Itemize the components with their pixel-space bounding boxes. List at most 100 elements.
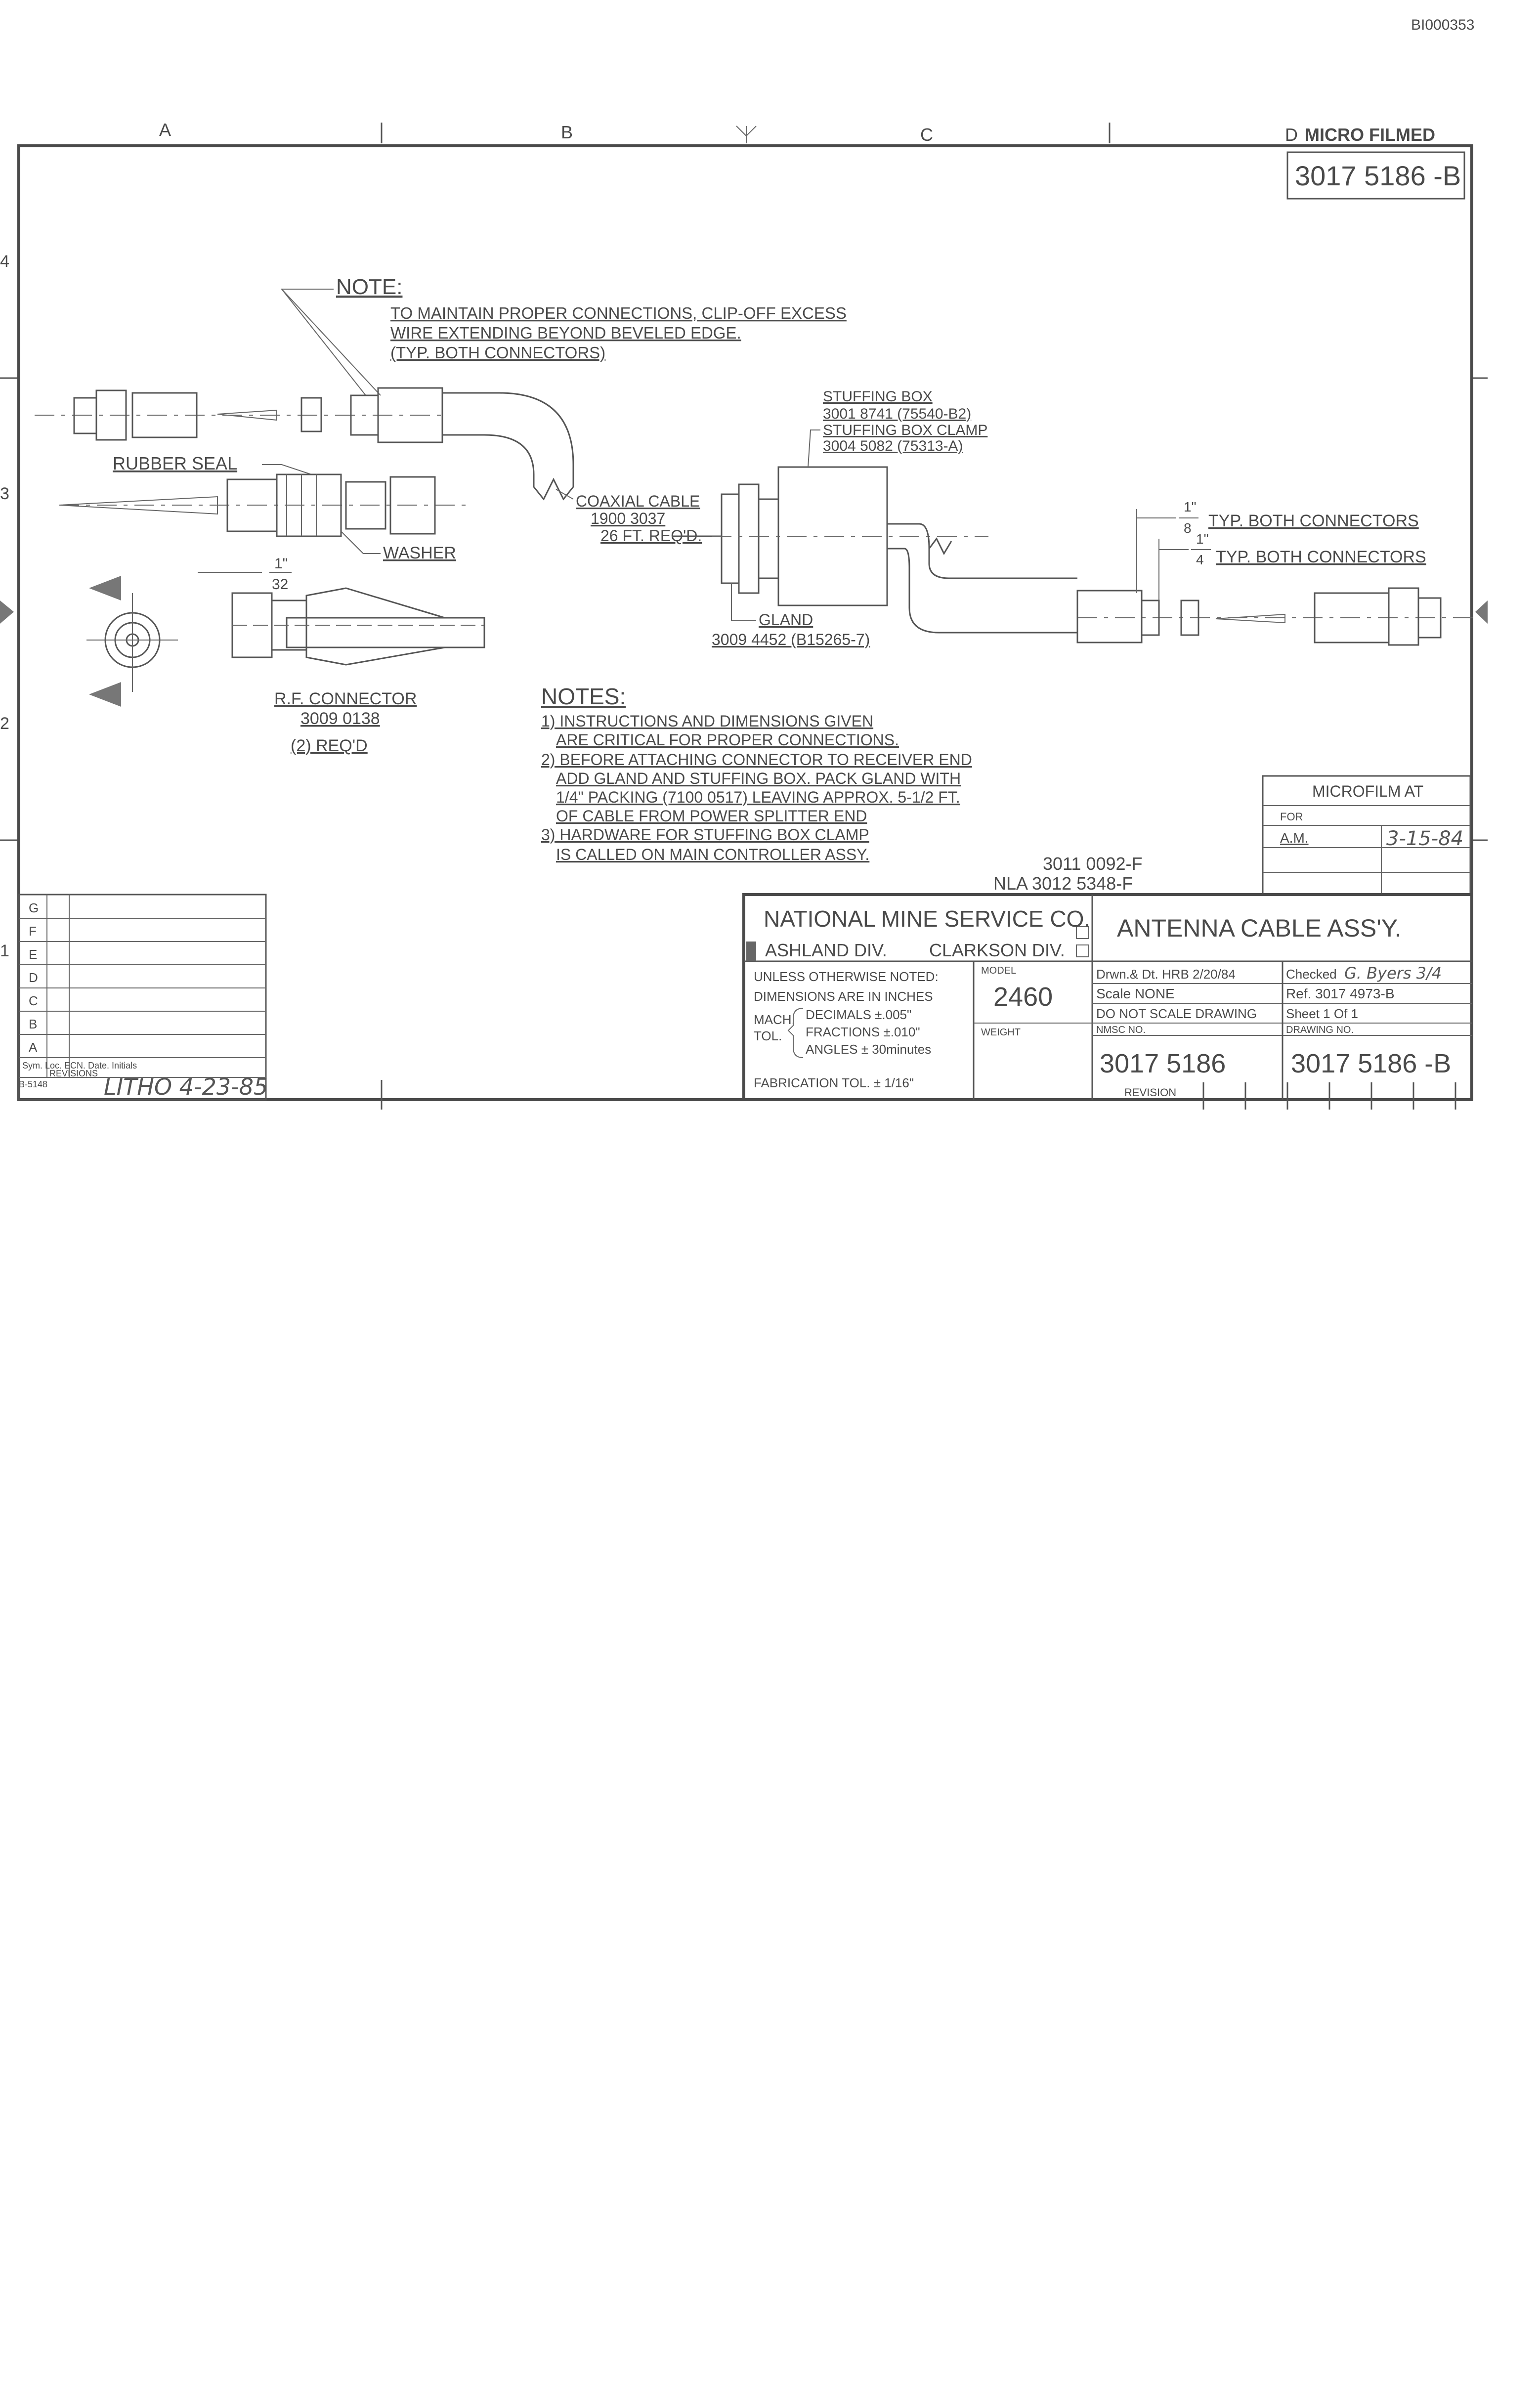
tolerance-mach: MACH.	[754, 1012, 795, 1027]
coaxial-cable-part: 1900 3037	[591, 510, 665, 527]
revision-label: REVISION	[1124, 1086, 1176, 1099]
division-clarkson: CLARKSON DIV.	[929, 940, 1065, 960]
rubber-seal-label: RUBBER SEAL	[113, 453, 237, 473]
right-connector-exploded	[1076, 587, 1478, 646]
model-number: 2460	[993, 982, 1053, 1012]
gland-part: 3009 4452 (B15265-7)	[712, 631, 870, 648]
tolerance-tol: TOL.	[754, 1028, 782, 1043]
title-block	[742, 893, 1473, 1101]
notes-line-4: ADD GLAND AND STUFFING BOX. PACK GLAND W…	[556, 770, 961, 787]
tolerance-decimals: DECIMALS ±.005"	[806, 1007, 911, 1022]
zone-label-3: 3	[0, 484, 9, 503]
zone-label-a: A	[159, 120, 171, 140]
notes-title: NOTES:	[541, 684, 626, 709]
revision-letter-c: C	[29, 993, 38, 1008]
dim-1-4-note: TYP. BOTH CONNECTORS	[1216, 548, 1426, 566]
document-id: BI000353	[1411, 17, 1474, 33]
tolerance-fractions: FRACTIONS ±.010"	[806, 1025, 920, 1039]
revision-letter-e: E	[29, 947, 37, 962]
division-ashland: ASHLAND DIV.	[765, 940, 887, 960]
sheet-number: Sheet 1 Of 1	[1286, 1006, 1358, 1021]
revisions-table	[18, 894, 267, 1101]
revision-letter-g: G	[29, 900, 39, 915]
rf-connector-part: 3009 0138	[300, 709, 380, 728]
form-number: B-5148	[19, 1079, 47, 1089]
left-connector-assembled	[59, 473, 470, 537]
drawing-number: 3017 5186 -B	[1291, 1049, 1451, 1078]
checked-label: Checked	[1286, 967, 1337, 982]
microfilm-box	[1262, 775, 1471, 896]
connector-end-view	[86, 576, 178, 707]
nmsc-label: NMSC NO.	[1096, 1025, 1146, 1035]
center-arrow-right-icon	[1475, 600, 1488, 624]
rf-connector-assembly	[231, 587, 485, 666]
stuffing-box-label: STUFFING BOX	[823, 388, 933, 405]
model-label: MODEL	[981, 965, 1016, 976]
note-line-1: TO MAINTAIN PROPER CONNECTIONS, CLIP-OFF…	[390, 304, 847, 322]
revision-letter-f: F	[29, 924, 37, 939]
company-name: NATIONAL MINE SERVICE CO.	[764, 906, 1090, 932]
tolerance-header: UNLESS OTHERWISE NOTED:	[754, 969, 939, 984]
notes-line-3: 2) BEFORE ATTACHING CONNECTOR TO RECEIVE…	[541, 751, 972, 769]
dim-1-8-note: TYP. BOTH CONNECTORS	[1208, 512, 1419, 530]
revision-letter-d: D	[29, 970, 38, 985]
microfilm-for-label: FOR	[1280, 811, 1303, 823]
nmsc-number: 3017 5186	[1100, 1049, 1226, 1078]
revision-letter-b: B	[29, 1017, 37, 1031]
drawing-title: ANTENNA CABLE ASS'Y.	[1117, 914, 1402, 942]
left-connector-exploded	[35, 387, 574, 501]
do-not-scale: DO NOT SCALE DRAWING	[1096, 1006, 1257, 1021]
revisions-footer-label: REVISIONS	[49, 1069, 98, 1078]
ref-number-2: NLA 3012 5348-F	[993, 873, 1133, 894]
drawing-number-label: DRAWING NO.	[1286, 1025, 1354, 1035]
stuffing-box-clamp-label: STUFFING BOX CLAMP	[823, 422, 987, 438]
zone-label-d: D	[1285, 125, 1298, 145]
stuffing-box-clamp-part: 3004 5082 (75313-A)	[823, 438, 963, 454]
zone-label-b: B	[561, 122, 573, 142]
checked-by: G. Byers 3/4	[1344, 964, 1442, 983]
drawn-by: Drwn.& Dt. HRB 2/20/84	[1096, 967, 1236, 982]
dim-1-8-denominator: 8	[1184, 520, 1192, 536]
microfilmed-label: MICRO FILMED	[1305, 125, 1435, 145]
microfilm-am-label: A.M.	[1280, 830, 1309, 846]
zone-label-c: C	[920, 125, 933, 145]
litho-date: LITHO 4-23-85	[104, 1073, 268, 1100]
revisions-footer: Sym. Loc. ECN. Date. Initials	[22, 1061, 137, 1071]
stuffing-box-part: 3001 8741 (75540-B2)	[823, 406, 971, 422]
coaxial-cable-label: COAXIAL CABLE	[576, 492, 700, 510]
tolerance-angles: ANGLES ± 30minutes	[806, 1042, 931, 1057]
revision-letter-a: A	[29, 1040, 38, 1055]
notes-line-7: 3) HARDWARE FOR STUFFING BOX CLAMP	[541, 826, 869, 844]
zone-label-2: 2	[0, 714, 9, 733]
dim-1-8-numerator: 1"	[1184, 499, 1197, 514]
note-title: NOTE:	[336, 275, 402, 299]
gland-label: GLAND	[759, 611, 813, 629]
notes-line-6: OF CABLE FROM POWER SPLITTER END	[556, 807, 867, 825]
tolerance-fabrication: FABRICATION TOL. ± 1/16"	[754, 1075, 914, 1090]
note-line-2: WIRE EXTENDING BEYOND BEVELED EDGE.	[390, 324, 741, 342]
scale: Scale NONE	[1096, 986, 1175, 1001]
dim-1-32-numerator: 1"	[274, 556, 288, 572]
washer-label: WASHER	[383, 544, 456, 562]
ref-number-1: 3011 0092-F	[1043, 854, 1142, 874]
notes-line-5: 1/4" PACKING (7100 0517) LEAVING APPROX.…	[556, 788, 960, 806]
tolerance-units: DIMENSIONS ARE IN INCHES	[754, 989, 933, 1004]
zone-label-1: 1	[0, 942, 9, 960]
reference-number: Ref. 3017 4973-B	[1286, 986, 1395, 1001]
notes-line-8: IS CALLED ON MAIN CONTROLLER ASSY.	[556, 846, 869, 863]
zone-label-4: 4	[0, 252, 9, 271]
center-arrow-left-icon	[0, 600, 14, 624]
notes-line-2: ARE CRITICAL FOR PROPER CONNECTIONS.	[556, 731, 899, 749]
microfilm-title: MICROFILM AT	[1312, 782, 1423, 800]
rf-connector-label: R.F. CONNECTOR	[274, 689, 417, 708]
drawing-number-top: 3017 5186 -B	[1295, 160, 1461, 191]
dim-1-32-denominator: 32	[272, 576, 288, 593]
rf-connector-qty: (2) REQ'D	[291, 736, 368, 755]
stuffing-box-gland	[672, 466, 1077, 634]
notes-line-1: 1) INSTRUCTIONS AND DIMENSIONS GIVEN	[541, 712, 873, 730]
note-line-3: (TYP. BOTH CONNECTORS)	[390, 343, 605, 362]
dim-1-4-numerator: 1"	[1196, 531, 1209, 547]
microfilm-date: 3-15-84	[1386, 827, 1463, 850]
dim-1-4-denominator: 4	[1196, 552, 1204, 567]
